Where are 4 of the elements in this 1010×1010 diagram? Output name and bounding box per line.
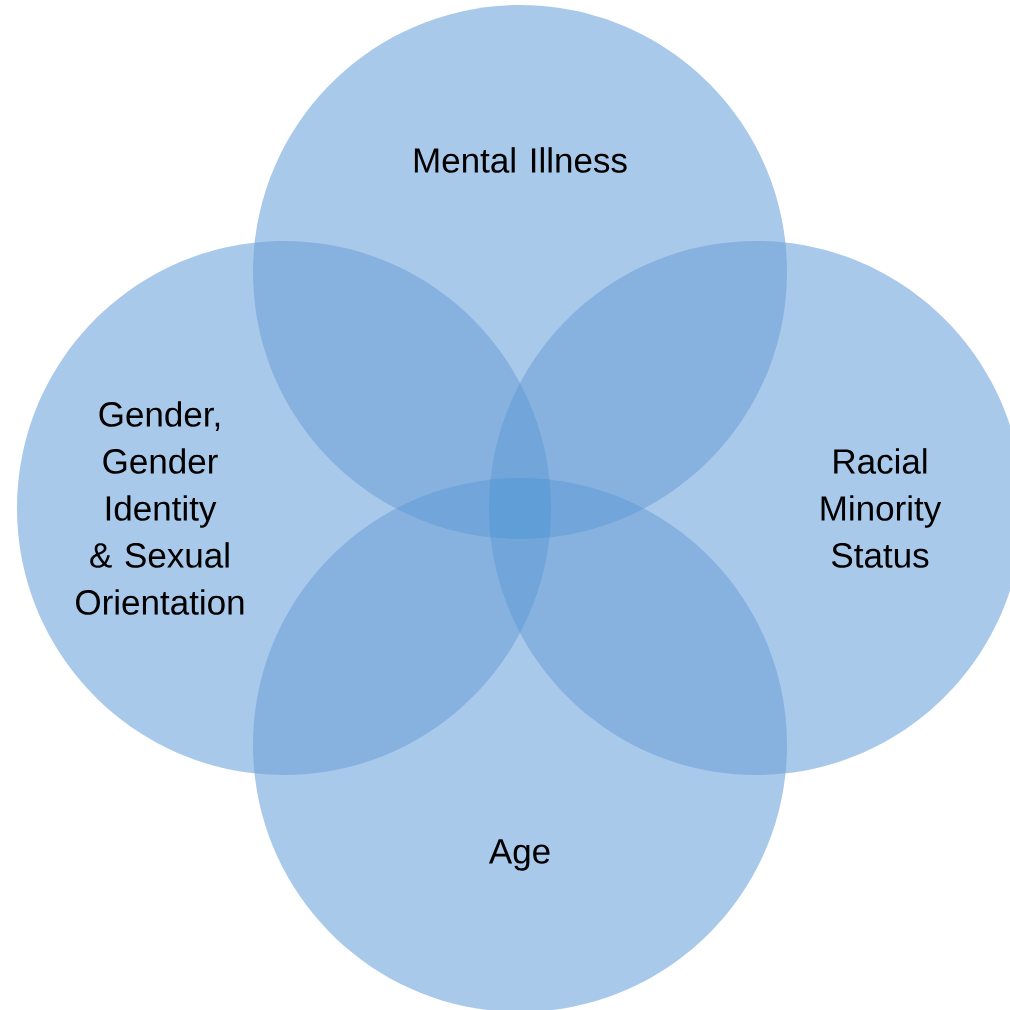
circle-label: Gender, Gender Identity & Sexual Orientation (76, 401, 244, 615)
circle-label: Age (488, 839, 550, 871)
circle-label: Racial Minority Status (821, 448, 942, 568)
circle-label: Mental Illness (414, 147, 627, 173)
